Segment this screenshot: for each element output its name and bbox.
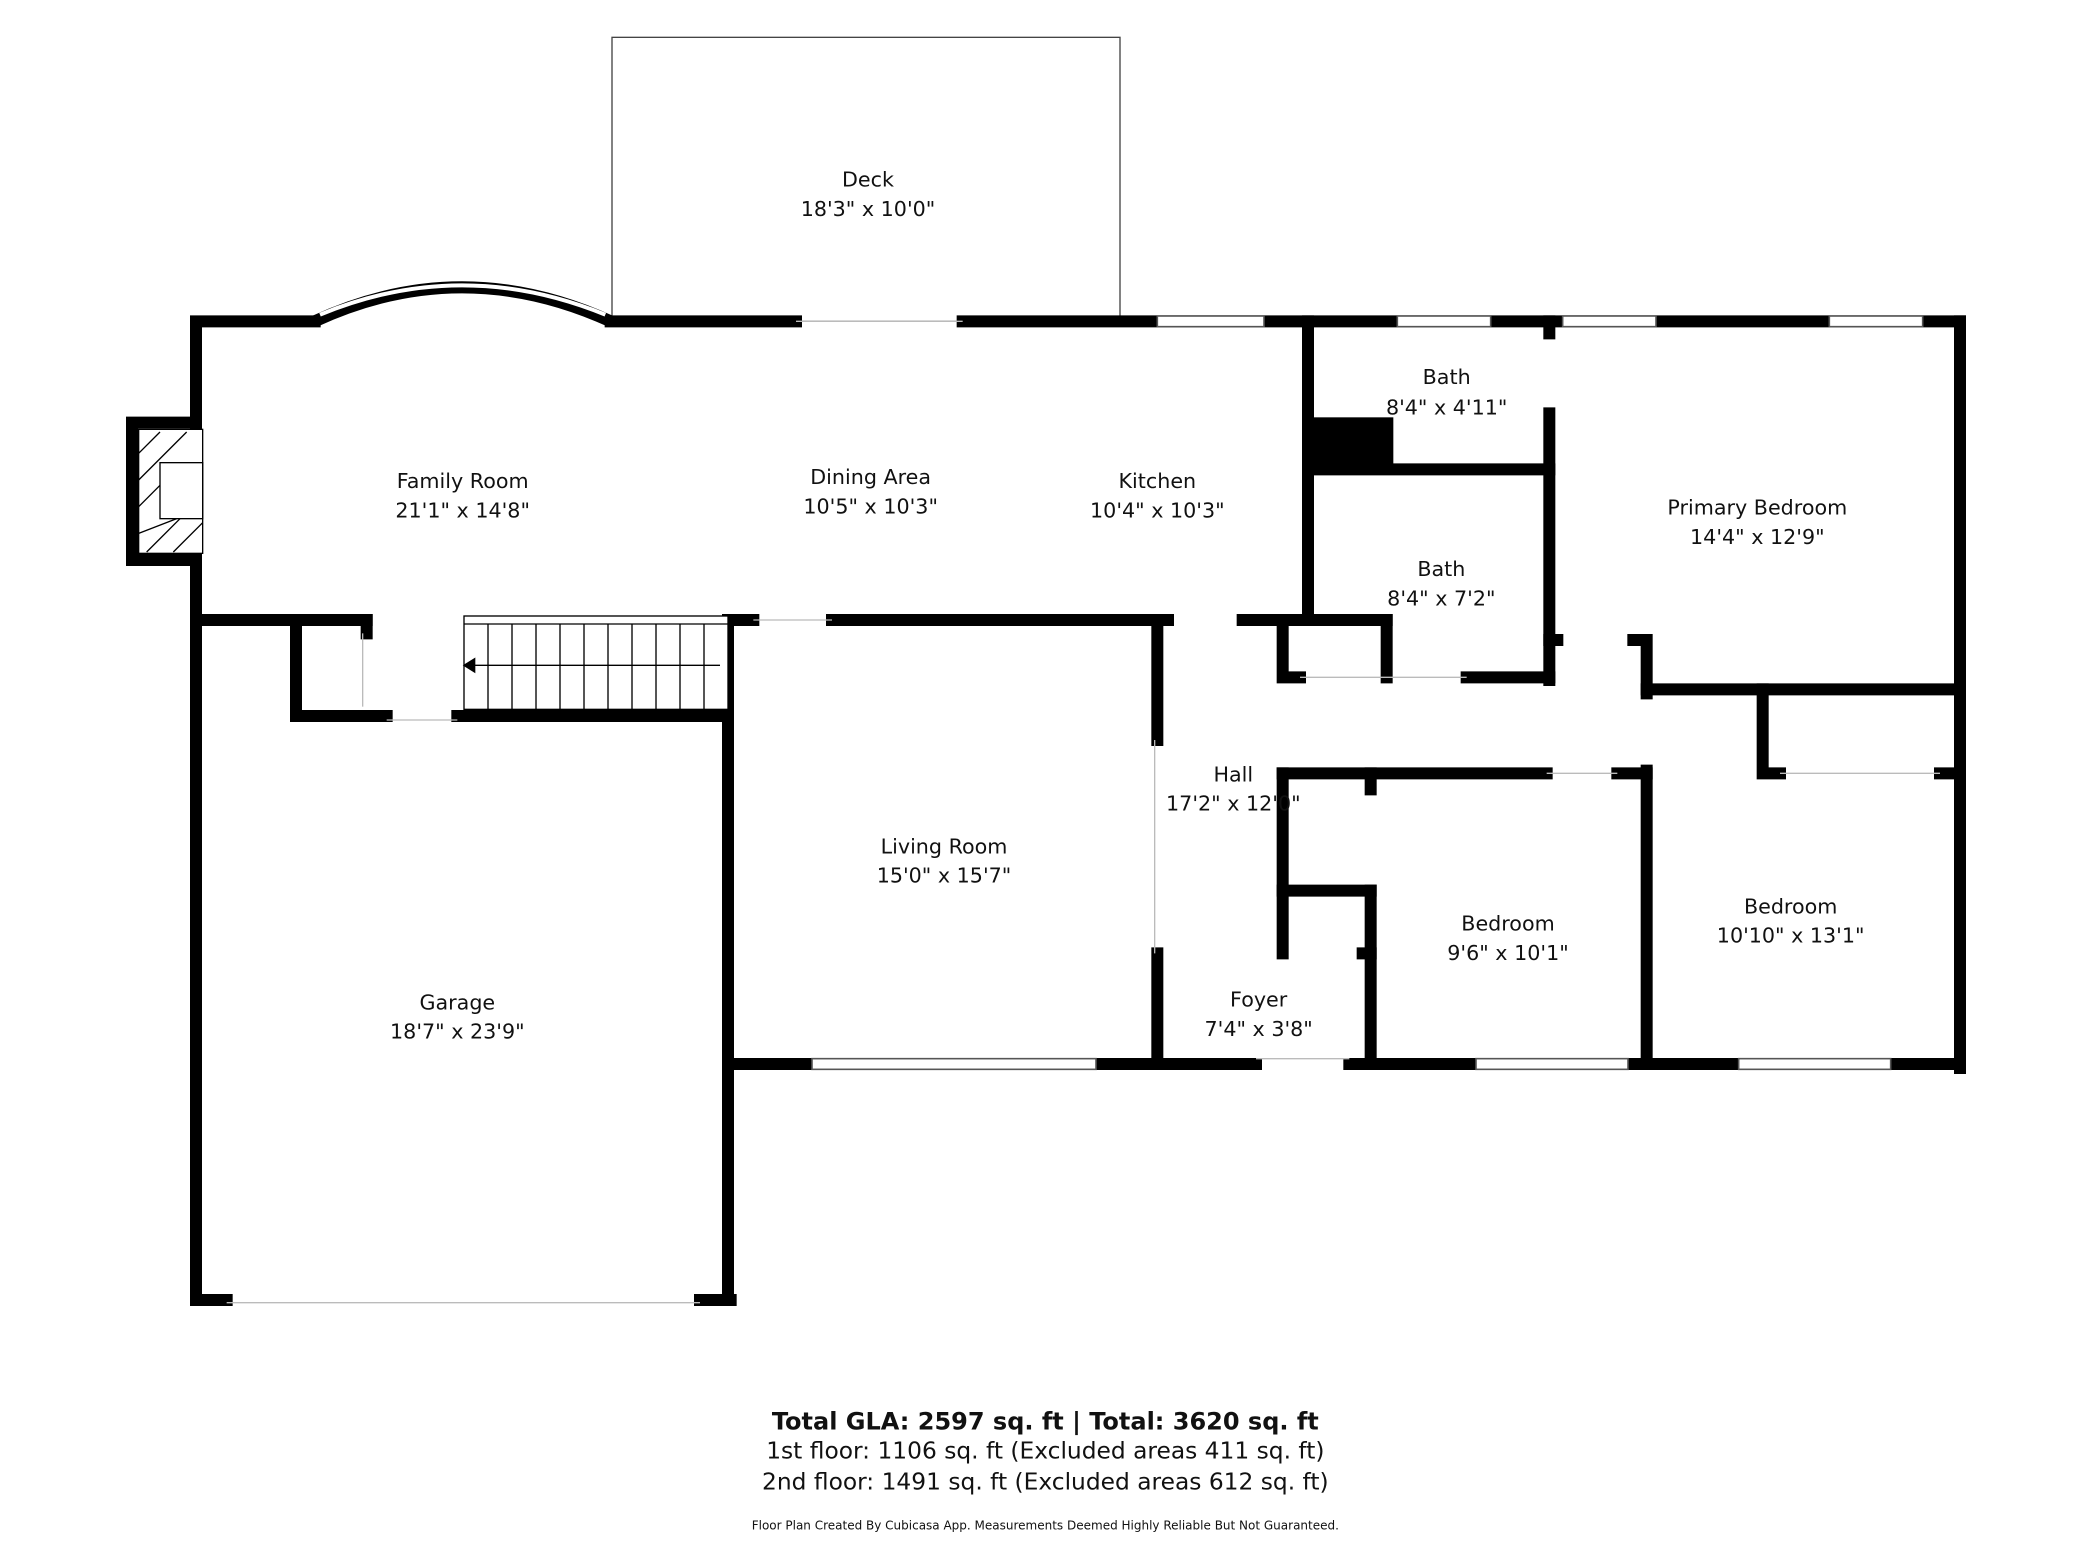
windows xyxy=(811,315,1924,1071)
dining-area-name: Dining Area xyxy=(810,465,931,489)
bedroom-right-name: Bedroom xyxy=(1744,894,1837,918)
primary-bedroom-name: Primary Bedroom xyxy=(1667,496,1847,520)
deck-dims: 18'3" x 10'0" xyxy=(801,197,936,221)
total-gla: Total GLA: 2597 sq. ft | Total: 3620 sq.… xyxy=(772,1407,1319,1435)
room-labels: Deck 18'3" x 10'0" Family Room 21'1" x 1… xyxy=(390,168,1864,1044)
kitchen-name: Kitchen xyxy=(1119,469,1197,493)
living-room-name: Living Room xyxy=(881,834,1008,858)
kitchen-dims: 10'4" x 10'3" xyxy=(1090,498,1225,522)
first-floor-area: 1st floor: 1106 sq. ft (Excluded areas 4… xyxy=(766,1437,1324,1465)
hall-dims: 17'2" x 12'0" xyxy=(1166,792,1301,816)
door-openings xyxy=(226,320,1940,1304)
fireplace xyxy=(138,428,204,554)
second-floor-area: 2nd floor: 1491 sq. ft (Excluded areas 6… xyxy=(762,1467,1329,1495)
bath-upper-name: Bath xyxy=(1423,365,1471,389)
primary-bedroom-dims: 14'4" x 12'9" xyxy=(1690,525,1825,549)
dining-area-dims: 10'5" x 10'3" xyxy=(803,494,938,518)
hall-name: Hall xyxy=(1213,762,1253,786)
foyer-dims: 7'4" x 3'8" xyxy=(1205,1017,1313,1041)
disclaimer: Floor Plan Created By Cubicasa App. Meas… xyxy=(752,1518,1339,1532)
bay-window xyxy=(312,281,614,327)
closet-block xyxy=(1308,417,1394,470)
garage-dims: 18'7" x 23'9" xyxy=(390,1020,525,1044)
bedroom-right-dims: 10'10" x 13'1" xyxy=(1717,924,1865,948)
foyer-name: Foyer xyxy=(1230,988,1288,1012)
living-room-dims: 15'0" x 15'7" xyxy=(877,864,1012,888)
deck-name: Deck xyxy=(842,168,894,192)
garage-name: Garage xyxy=(420,990,496,1014)
bath-lower-dims: 8'4" x 7'2" xyxy=(1387,586,1495,610)
bath-lower-name: Bath xyxy=(1417,557,1465,581)
bath-upper-dims: 8'4" x 4'11" xyxy=(1386,396,1507,420)
family-room-dims: 21'1" x 14'8" xyxy=(395,498,530,522)
stairs xyxy=(462,615,729,710)
family-room-name: Family Room xyxy=(397,469,529,493)
area-summary: Total GLA: 2597 sq. ft | Total: 3620 sq.… xyxy=(752,1407,1339,1532)
walls xyxy=(126,315,1966,1306)
bedroom-mid-dims: 9'6" x 10'1" xyxy=(1447,941,1568,965)
bedroom-mid-name: Bedroom xyxy=(1461,912,1554,936)
